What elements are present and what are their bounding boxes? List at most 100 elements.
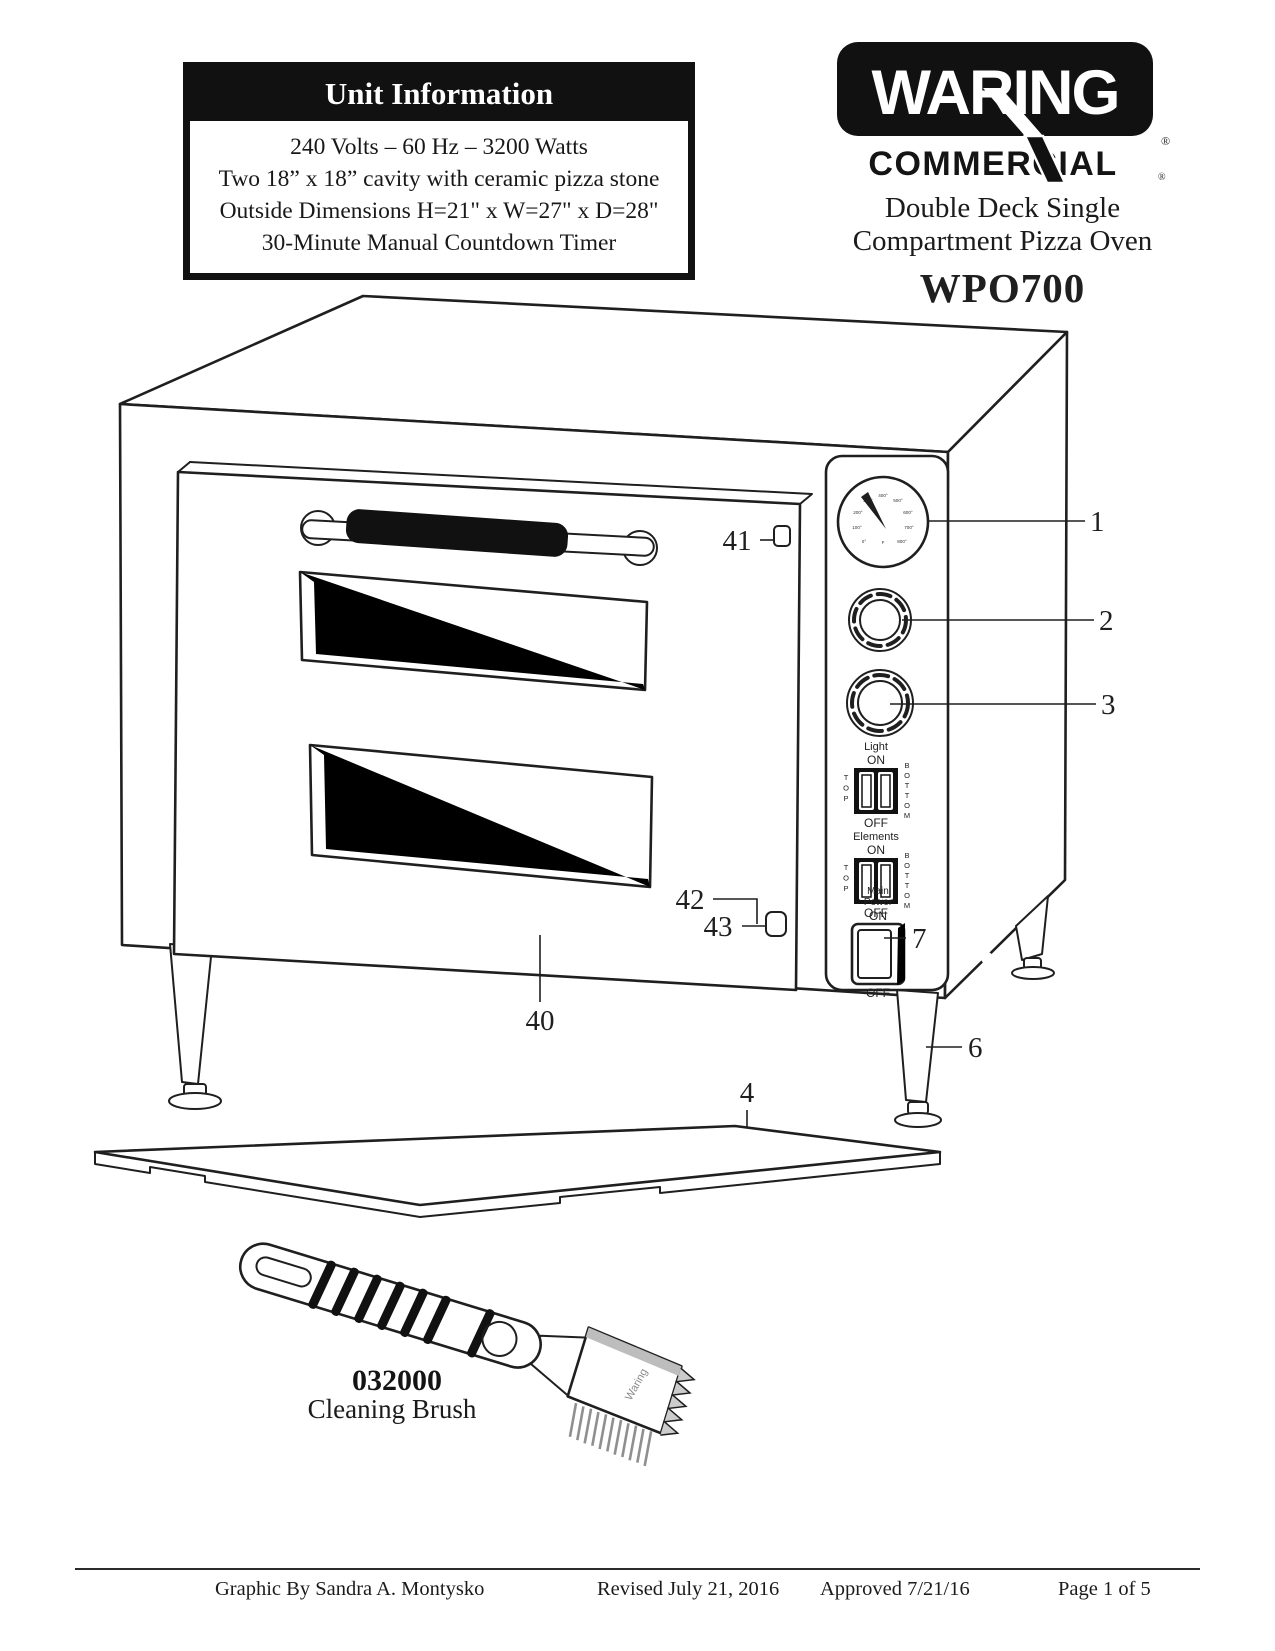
footer-revised: Revised July 21, 2016 [597,1578,780,1600]
gauge-unit-label: F [882,540,885,545]
callout-6: 6 [968,1032,983,1064]
vent-slot [1039,489,1058,509]
registered-mark-icon: ® [1158,172,1166,183]
pizza-stone [93,1124,942,1218]
unit-information-box: Unit Information 240 Volts – 60 Hz – 320… [183,62,695,280]
control-panel: 0° 100° 200° 300° 400° 500° 600° 700° 80… [824,454,950,1000]
vent-slot [958,688,977,708]
vent-slot [1012,775,1031,795]
gauge-tick: 500° [893,498,903,503]
callout-4: 4 [740,1077,755,1109]
hinge-pin [765,911,787,937]
vent-slot [1012,399,1031,419]
vent-slot [1012,634,1031,654]
spec-dimensions: Outside Dimensions H=21" x W=27" x D=28" [219,198,659,224]
vent-slot [958,547,977,567]
side-slot [962,837,1048,862]
callout-1: 1 [1090,506,1105,538]
cleaning-brush: Waring [238,1242,696,1467]
vent-slot [958,735,977,755]
logo-r-tail-inner [982,88,1043,136]
callout-43: 43 [704,911,733,943]
product-name-line1: Double Deck Single [884,192,1121,224]
handle-hole [481,1320,518,1357]
footer-approved: Approved 7/21/16 [820,1578,970,1600]
door-window-upper [298,570,649,692]
door-handle [300,509,658,566]
hang-slot [255,1256,312,1288]
elements-off-label: OFF [864,906,888,920]
oven-door [172,461,813,992]
brush-head-top [585,1327,682,1376]
main-power-on-label: ON [869,909,887,923]
gauge-tick: 400° [878,493,888,498]
screw-icon [1017,489,1029,501]
elements-on-label: ON [867,843,885,857]
vent-slot [1012,822,1031,842]
vent-slot [985,496,1004,516]
gauge-needle [861,492,886,529]
vent-slot [958,641,977,661]
vent-slot [985,731,1004,751]
vent-slot [1012,446,1031,466]
light-on-label: ON [867,753,885,767]
leg-rear-right [1011,895,1055,980]
handle-grip [345,509,569,557]
vent-slot [985,590,1004,610]
gauge-tick: 0° [862,539,867,544]
vent-slot [1039,724,1058,744]
logo-subword: COMMERCIAL [868,145,1117,183]
spec-timer: 30-Minute Manual Countdown Timer [261,230,617,256]
vent-slot [1012,540,1031,560]
vent-slot [1039,583,1058,603]
vent-slot [1012,587,1031,607]
elements-switch-label: Elements [853,831,899,843]
vent-slot [958,594,977,614]
leg-front-left [168,943,222,1110]
gauge-tick: 700° [904,525,914,530]
hinge-top [773,525,791,547]
temperature-gauge: 0° 100° 200° 300° 400° 500° 600° 700° 80… [836,475,930,569]
vent-slot [985,543,1004,563]
vent-slot [985,825,1004,845]
main-power-label: Main [867,886,889,897]
vent-slot [1039,536,1058,556]
main-power-off-label: OFF [866,986,890,1000]
handle-grip-rings [308,1260,495,1358]
callout-7: 7 [912,923,927,955]
footer-credit: Graphic By Sandra A. Montysko [215,1578,485,1600]
product-name-line2: Compartment Pizza Oven [852,225,1153,257]
brush-part-number: 032000 [352,1364,442,1397]
vent-slot [1039,818,1058,838]
light-switch-label: Light [864,741,888,753]
vent-slot [958,829,977,849]
vent-grid [958,395,1058,896]
callout-42: 42 [676,884,705,916]
oven-parts-diagram: 0° 100° 200° 300° 400° 500° 600° 700° 80… [93,294,1116,1467]
vent-slot [985,872,1004,892]
vent-slot [1012,681,1031,701]
brush-bristles [568,1402,653,1467]
vent-slot [1039,630,1058,650]
unit-information-specs: 240 Volts – 60 Hz – 3200 Watts Two 18” x… [190,121,688,273]
light-off-label: OFF [864,816,888,830]
callout-40: 40 [526,1005,555,1037]
vent-slot [985,449,1004,469]
vent-slot [958,782,977,802]
gauge-tick: 200° [853,510,863,515]
vent-slot [1039,395,1058,415]
knob-lower [846,669,914,737]
spec-cavity: Two 18” x 18” cavity with ceramic pizza … [218,166,660,192]
vent-slot [958,453,977,473]
vent-slot [1039,442,1058,462]
vent-slot [958,876,977,896]
vent-slot [1039,771,1058,791]
gauge-tick: 800° [897,539,907,544]
footer-divider [75,1568,1200,1570]
vent-slot [1039,677,1058,697]
